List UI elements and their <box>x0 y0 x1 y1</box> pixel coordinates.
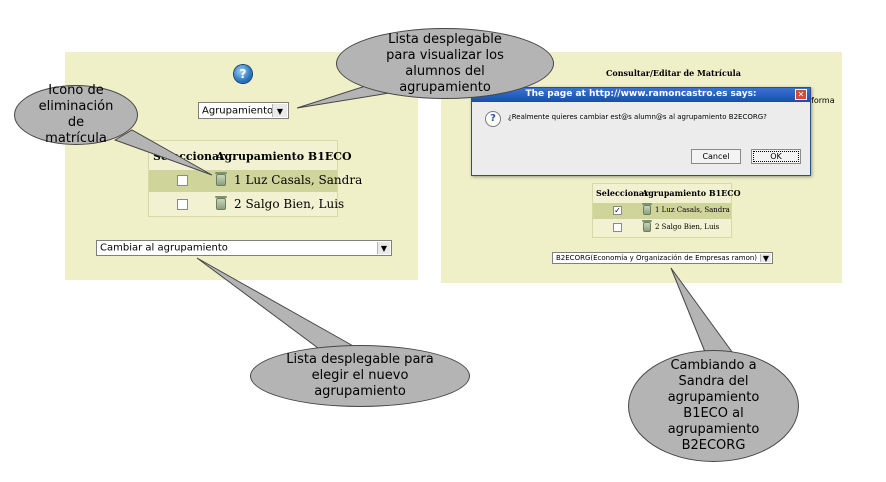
chevron-down-icon[interactable]: ▼ <box>272 104 287 117</box>
select-checkbox[interactable] <box>177 199 188 210</box>
dialog-titlebar[interactable]: The page at http://www.ramoncastro.es sa… <box>472 88 810 102</box>
table-row[interactable]: ✓ 1 Luz Casals, Sandra <box>593 203 731 219</box>
trash-icon[interactable] <box>215 172 227 186</box>
callout-text: Lista desplegable para elegir el nuevo a… <box>286 352 434 399</box>
page-title: Consultar/Editar de Matrícula <box>606 68 741 78</box>
table-row[interactable]: 1 Luz Casals, Sandra <box>149 170 362 192</box>
trash-icon[interactable] <box>642 220 652 232</box>
confirm-dialog: The page at http://www.ramoncastro.es sa… <box>471 87 811 176</box>
obscured-text: nforma <box>806 96 835 105</box>
students-table: Seleccionar Agrupamiento B1ECO ✓ 1 Luz C… <box>592 183 741 238</box>
cancel-button[interactable]: Cancel <box>691 149 741 164</box>
callout-lista-nuevo: Lista desplegable para elegir el nuevo a… <box>250 345 470 407</box>
column-header-agrupamiento: Agrupamiento B1ECO <box>216 150 352 163</box>
callout-cambiando: Cambiando a Sandra del agrupamiento B1EC… <box>628 350 799 462</box>
trash-icon[interactable] <box>215 196 227 210</box>
column-header-seleccionar: Seleccionar <box>596 188 649 198</box>
student-name: 1 Luz Casals, Sandra <box>655 206 730 214</box>
dialog-message: ¿Realmente quieres cambiar est@s alumn@s… <box>508 113 767 121</box>
select-checkbox-checked[interactable]: ✓ <box>613 206 622 215</box>
student-name: 2 Salgo Bien, Luis <box>234 197 345 211</box>
question-icon: ? <box>485 111 501 127</box>
close-icon[interactable]: ✕ <box>795 89 807 100</box>
pointer-cambiando <box>670 267 737 357</box>
table-row[interactable]: 2 Salgo Bien, Luis <box>149 194 344 216</box>
change-group-dropdown-value: Cambiar al agrupamiento <box>100 242 228 254</box>
select-checkbox[interactable] <box>177 175 188 186</box>
chevron-down-icon[interactable]: ▼ <box>760 254 771 263</box>
select-checkbox[interactable] <box>613 223 622 232</box>
students-table: Seleccionar Agrupamiento B1ECO 1 Luz Cas… <box>148 140 362 217</box>
ok-button[interactable]: OK <box>751 149 801 164</box>
student-name: 2 Salgo Bien, Luis <box>655 223 720 231</box>
table-row[interactable]: 2 Salgo Bien, Luis <box>593 220 731 236</box>
change-group-dropdown[interactable]: Cambiar al agrupamiento ▼ <box>96 240 392 256</box>
change-group-dropdown-value: B2ECORG(Economía y Organización de Empre… <box>556 254 758 262</box>
agrupamiento-dropdown-value: Agrupamiento <box>202 105 274 116</box>
callout-text: Lista desplegable para visualizar los al… <box>386 31 504 95</box>
dialog-title: The page at http://www.ramoncastro.es sa… <box>525 89 757 99</box>
chevron-down-icon[interactable]: ▼ <box>377 242 390 254</box>
callout-text: Cambiando a Sandra del agrupamiento B1EC… <box>667 358 760 453</box>
help-icon[interactable]: ? <box>234 65 252 83</box>
pointer-lista-nuevo <box>196 257 357 349</box>
column-header-agrupamiento: Agrupamiento B1ECO <box>642 188 741 198</box>
pointer-icono <box>113 129 213 176</box>
student-name: 1 Luz Casals, Sandra <box>234 173 363 187</box>
callout-icono: Icono de eliminación de matrícula <box>14 83 138 146</box>
change-group-dropdown[interactable]: B2ECORG(Economía y Organización de Empre… <box>552 252 773 264</box>
callout-lista-alumnos: Lista desplegable para visualizar los al… <box>336 28 554 99</box>
agrupamiento-dropdown[interactable]: Agrupamiento ▼ <box>198 102 289 119</box>
callout-text: Icono de eliminación de matrícula <box>38 83 114 146</box>
trash-icon[interactable] <box>642 203 652 215</box>
